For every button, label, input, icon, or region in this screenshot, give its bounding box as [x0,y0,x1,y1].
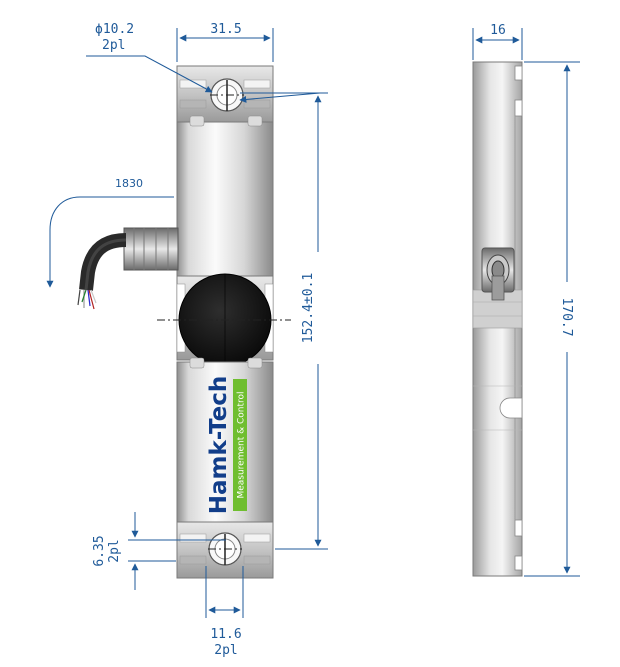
side-connector [481,247,515,301]
brand-name: Hamk-Tech [206,376,232,514]
dim-thickness-label: 16 [490,23,506,38]
dim-width: 31.5 [176,22,274,62]
dim-slot-count-label: 2pl [214,643,237,658]
body-upper [176,115,274,277]
dim-edge-offset-count-label: 2pl [107,539,122,562]
dim-edge-offset-label: 6.35 [92,535,107,566]
dim-hole-count-label: 2pl [102,38,125,53]
cable [77,233,127,310]
dim-hole-pitch: 152.4±0.1 [240,92,331,550]
dim-hole-diameter-label: ϕ10.2 [95,22,134,37]
body-lower [176,357,274,523]
front-view: Hamk-Tech Measurement & Control [77,65,291,579]
dim-edge-offset: 6.35 2pl [92,512,226,590]
cable-connector [123,227,179,271]
dim-cable-length: 1830 [46,177,174,288]
dim-cable-length-label: 1830 [115,177,143,190]
side-view [472,61,523,577]
bottom-mount-block [176,521,274,579]
bottom-bolt-hole [208,532,242,566]
brand-tagline: Measurement & Control [237,391,247,498]
dim-hole-diameter: ϕ10.2 2pl [86,22,321,103]
dim-slot-width: 11.6 2pl [205,566,244,658]
dim-total-length-label: 170.7 [559,297,574,336]
top-bolt-hole [210,78,244,112]
dim-total-length: 170.7 [524,61,580,577]
dim-width-label: 31.5 [210,22,241,37]
dim-thickness: 16 [472,23,523,60]
top-mount-block [176,65,274,123]
brand-mark: Hamk-Tech Measurement & Control [206,376,247,514]
dim-hole-pitch-label: 152.4±0.1 [301,273,316,343]
brand-tag [233,379,247,511]
dim-slot-width-label: 11.6 [210,627,241,642]
